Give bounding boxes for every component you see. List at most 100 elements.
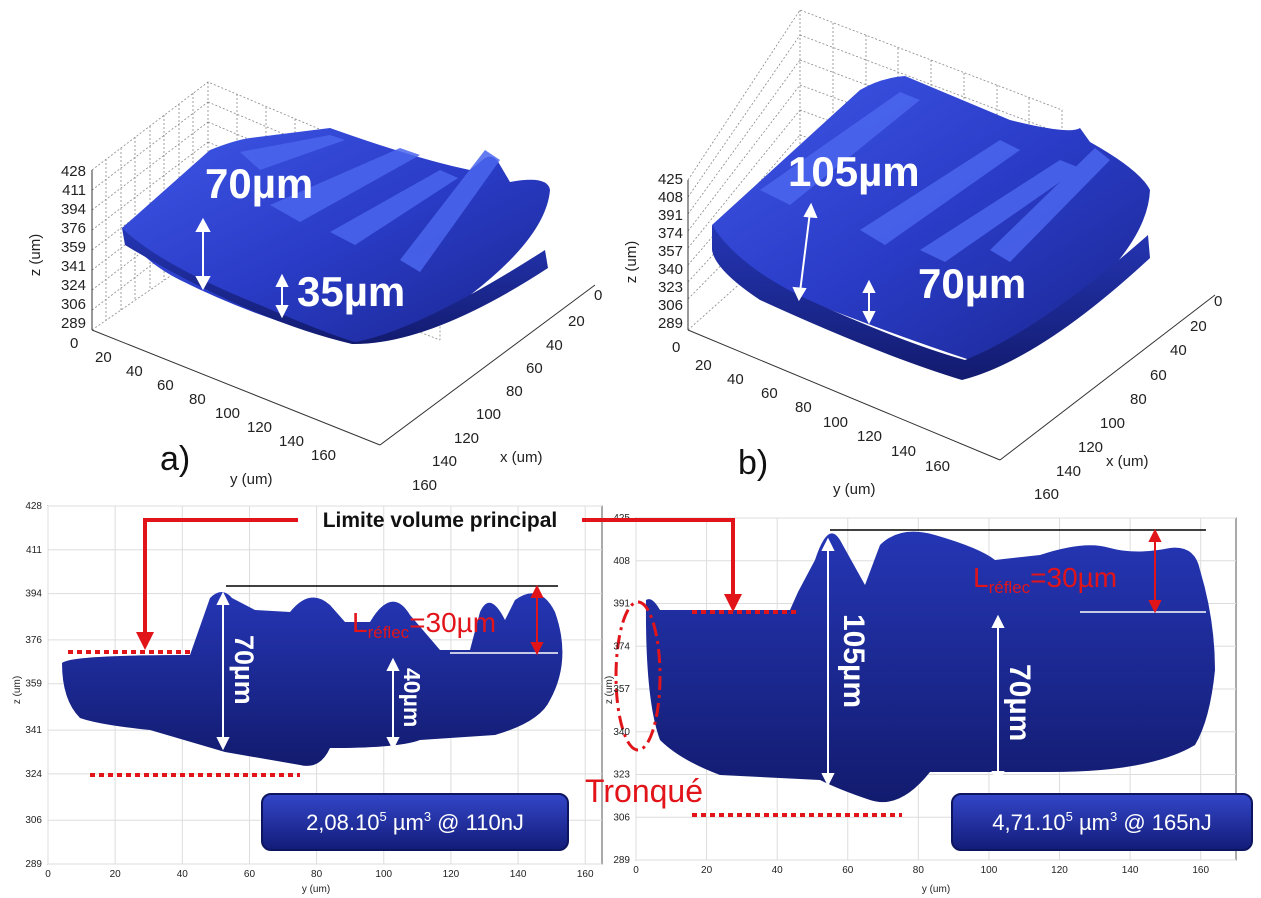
vol-unit-exp: 3: [424, 809, 431, 824]
volume-text: 4,71.105 µm3 @ 165nJ: [992, 809, 1212, 835]
tick-label: 306: [658, 297, 683, 314]
panel-b-surface: [712, 76, 1150, 360]
tick-label: 391: [658, 207, 683, 224]
side-view-b-dim-inner: 70µm: [1003, 664, 1036, 741]
tick-label: 120: [1078, 439, 1103, 456]
tick-label: 289: [61, 315, 86, 332]
tick-label: 0: [1214, 293, 1222, 310]
panel-b-dim-lower: 70µm: [918, 260, 1026, 307]
tick-label: 140: [432, 453, 457, 470]
side-view-b-dim-total: 105µm: [837, 614, 870, 708]
y-tick-label: 324: [25, 769, 42, 780]
tick-label: 100: [215, 405, 240, 422]
tick-label: 60: [1150, 367, 1167, 384]
y-tick-label: 376: [25, 635, 42, 646]
y-tick-label: 408: [613, 556, 630, 567]
tick-label: 40: [126, 363, 143, 380]
panel-a-label: a): [160, 440, 190, 478]
x-tick-label: 0: [633, 865, 639, 876]
tick-label: 0: [672, 339, 680, 356]
tick-label: 140: [891, 443, 916, 460]
y-tick-label: 428: [25, 501, 42, 512]
panel-a-x-ticks: 0 20 40 60 80 100 120 140 160: [412, 287, 602, 494]
panel-b-arrows: [792, 202, 876, 325]
x-tick-label: 160: [577, 869, 594, 880]
y-tick-label: 341: [25, 725, 42, 736]
x-tick-label: 80: [311, 869, 323, 880]
tick-label: 289: [658, 315, 683, 332]
reflection-l: L: [352, 607, 368, 638]
side-view-b-surface: [645, 531, 1215, 803]
panel-b-y-label: y (um): [833, 481, 876, 498]
tick-label: 80: [506, 383, 523, 400]
side-view-b-dim-arrows: [821, 537, 1005, 787]
tick-label: 0: [70, 335, 78, 352]
panel-a-x-label: x (um): [500, 449, 543, 466]
side-view-a-y-label: z (um): [12, 676, 23, 704]
x-tick-label: 40: [177, 869, 189, 880]
panel-b-z-ticks: 425 408 391 374 357 340 323 306 289: [658, 171, 683, 332]
tick-label: 411: [62, 182, 86, 199]
tick-label: 40: [727, 371, 744, 388]
tick-label: 20: [1190, 318, 1207, 335]
tick-label: 428: [61, 163, 86, 180]
tick-label: 160: [311, 447, 336, 464]
tick-label: 394: [61, 201, 86, 218]
side-view-a: 70µm 40µm Lréflec=30µm 42841139437635934…: [12, 501, 603, 895]
tick-label: 0: [594, 287, 602, 304]
vol-unit-exp: 3: [1110, 809, 1117, 824]
side-view-b-reflection: Lréflec=30µm: [973, 562, 1117, 597]
tick-label: 140: [279, 433, 304, 450]
tick-label: 120: [247, 419, 272, 436]
panel-b-axes: [687, 180, 1216, 461]
x-tick-label: 80: [913, 865, 925, 876]
reflection-l: L: [973, 562, 989, 593]
side-view-b-lines: [692, 529, 1206, 817]
y-tick-label: 411: [26, 545, 42, 556]
panel-a-ridges: [240, 135, 500, 272]
tick-label: 60: [761, 385, 778, 402]
tick-label: 160: [1034, 486, 1059, 503]
panel-a-y-label: y (um): [230, 471, 273, 488]
principal-limit-banner: Limite volume principal: [323, 509, 558, 532]
y-tick-label: 359: [25, 679, 42, 690]
tick-label: 20: [95, 349, 112, 366]
y-tick-label: 394: [25, 589, 42, 600]
x-tick-label: 100: [981, 865, 998, 876]
y-tick-label: 323: [613, 770, 630, 781]
tick-label: 120: [454, 430, 479, 447]
tick-label: 323: [658, 279, 683, 296]
vol-tail: @ 110nJ: [431, 810, 524, 835]
panel-b-ridges: [760, 92, 1110, 262]
truncated-region-outline: [614, 600, 662, 752]
panel-b-3d: 105µm 70µm 425 408 391 374 357 340 323 3…: [623, 9, 1222, 503]
side-view-b-volume-box: 4,71.105 µm3 @ 165nJ: [951, 793, 1253, 851]
y-tick-label: 340: [613, 727, 630, 738]
tick-label: 340: [658, 261, 683, 278]
x-tick-label: 60: [842, 865, 854, 876]
tick-label: 80: [795, 399, 812, 416]
x-tick-label: 60: [244, 869, 256, 880]
vol-main: 2,08.10: [306, 810, 379, 835]
side-view-b-y-label: z (um): [604, 676, 615, 704]
tick-label: 341: [61, 258, 86, 275]
panel-a-3d: 70µm 35µm 428 411 394 376 359 341 324 30…: [27, 81, 602, 494]
side-view-b-x-label: y (um): [922, 884, 950, 895]
principal-limit-arrowheads: [136, 594, 742, 650]
panel-b-x-ticks: 0 20 40 60 80 100 120 140 160: [1034, 293, 1222, 503]
vol-exp: 5: [379, 809, 386, 824]
tick-label: 100: [823, 414, 848, 431]
y-tick-label: 391: [613, 599, 630, 610]
vol-tail: @ 165nJ: [1117, 810, 1212, 835]
side-view-a-volume-box: 2,08.105 µm3 @ 110nJ: [261, 793, 569, 851]
panel-a-dim-lower: 35µm: [297, 268, 405, 315]
x-tick-label: 0: [45, 869, 51, 880]
side-view-a-reflection-arrow: [530, 584, 544, 656]
tick-label: 425: [658, 171, 683, 188]
y-tick-label: 289: [25, 859, 42, 870]
volume-text: 2,08.105 µm3 @ 110nJ: [306, 809, 524, 835]
side-view-a-dim-arrows: [216, 591, 400, 751]
